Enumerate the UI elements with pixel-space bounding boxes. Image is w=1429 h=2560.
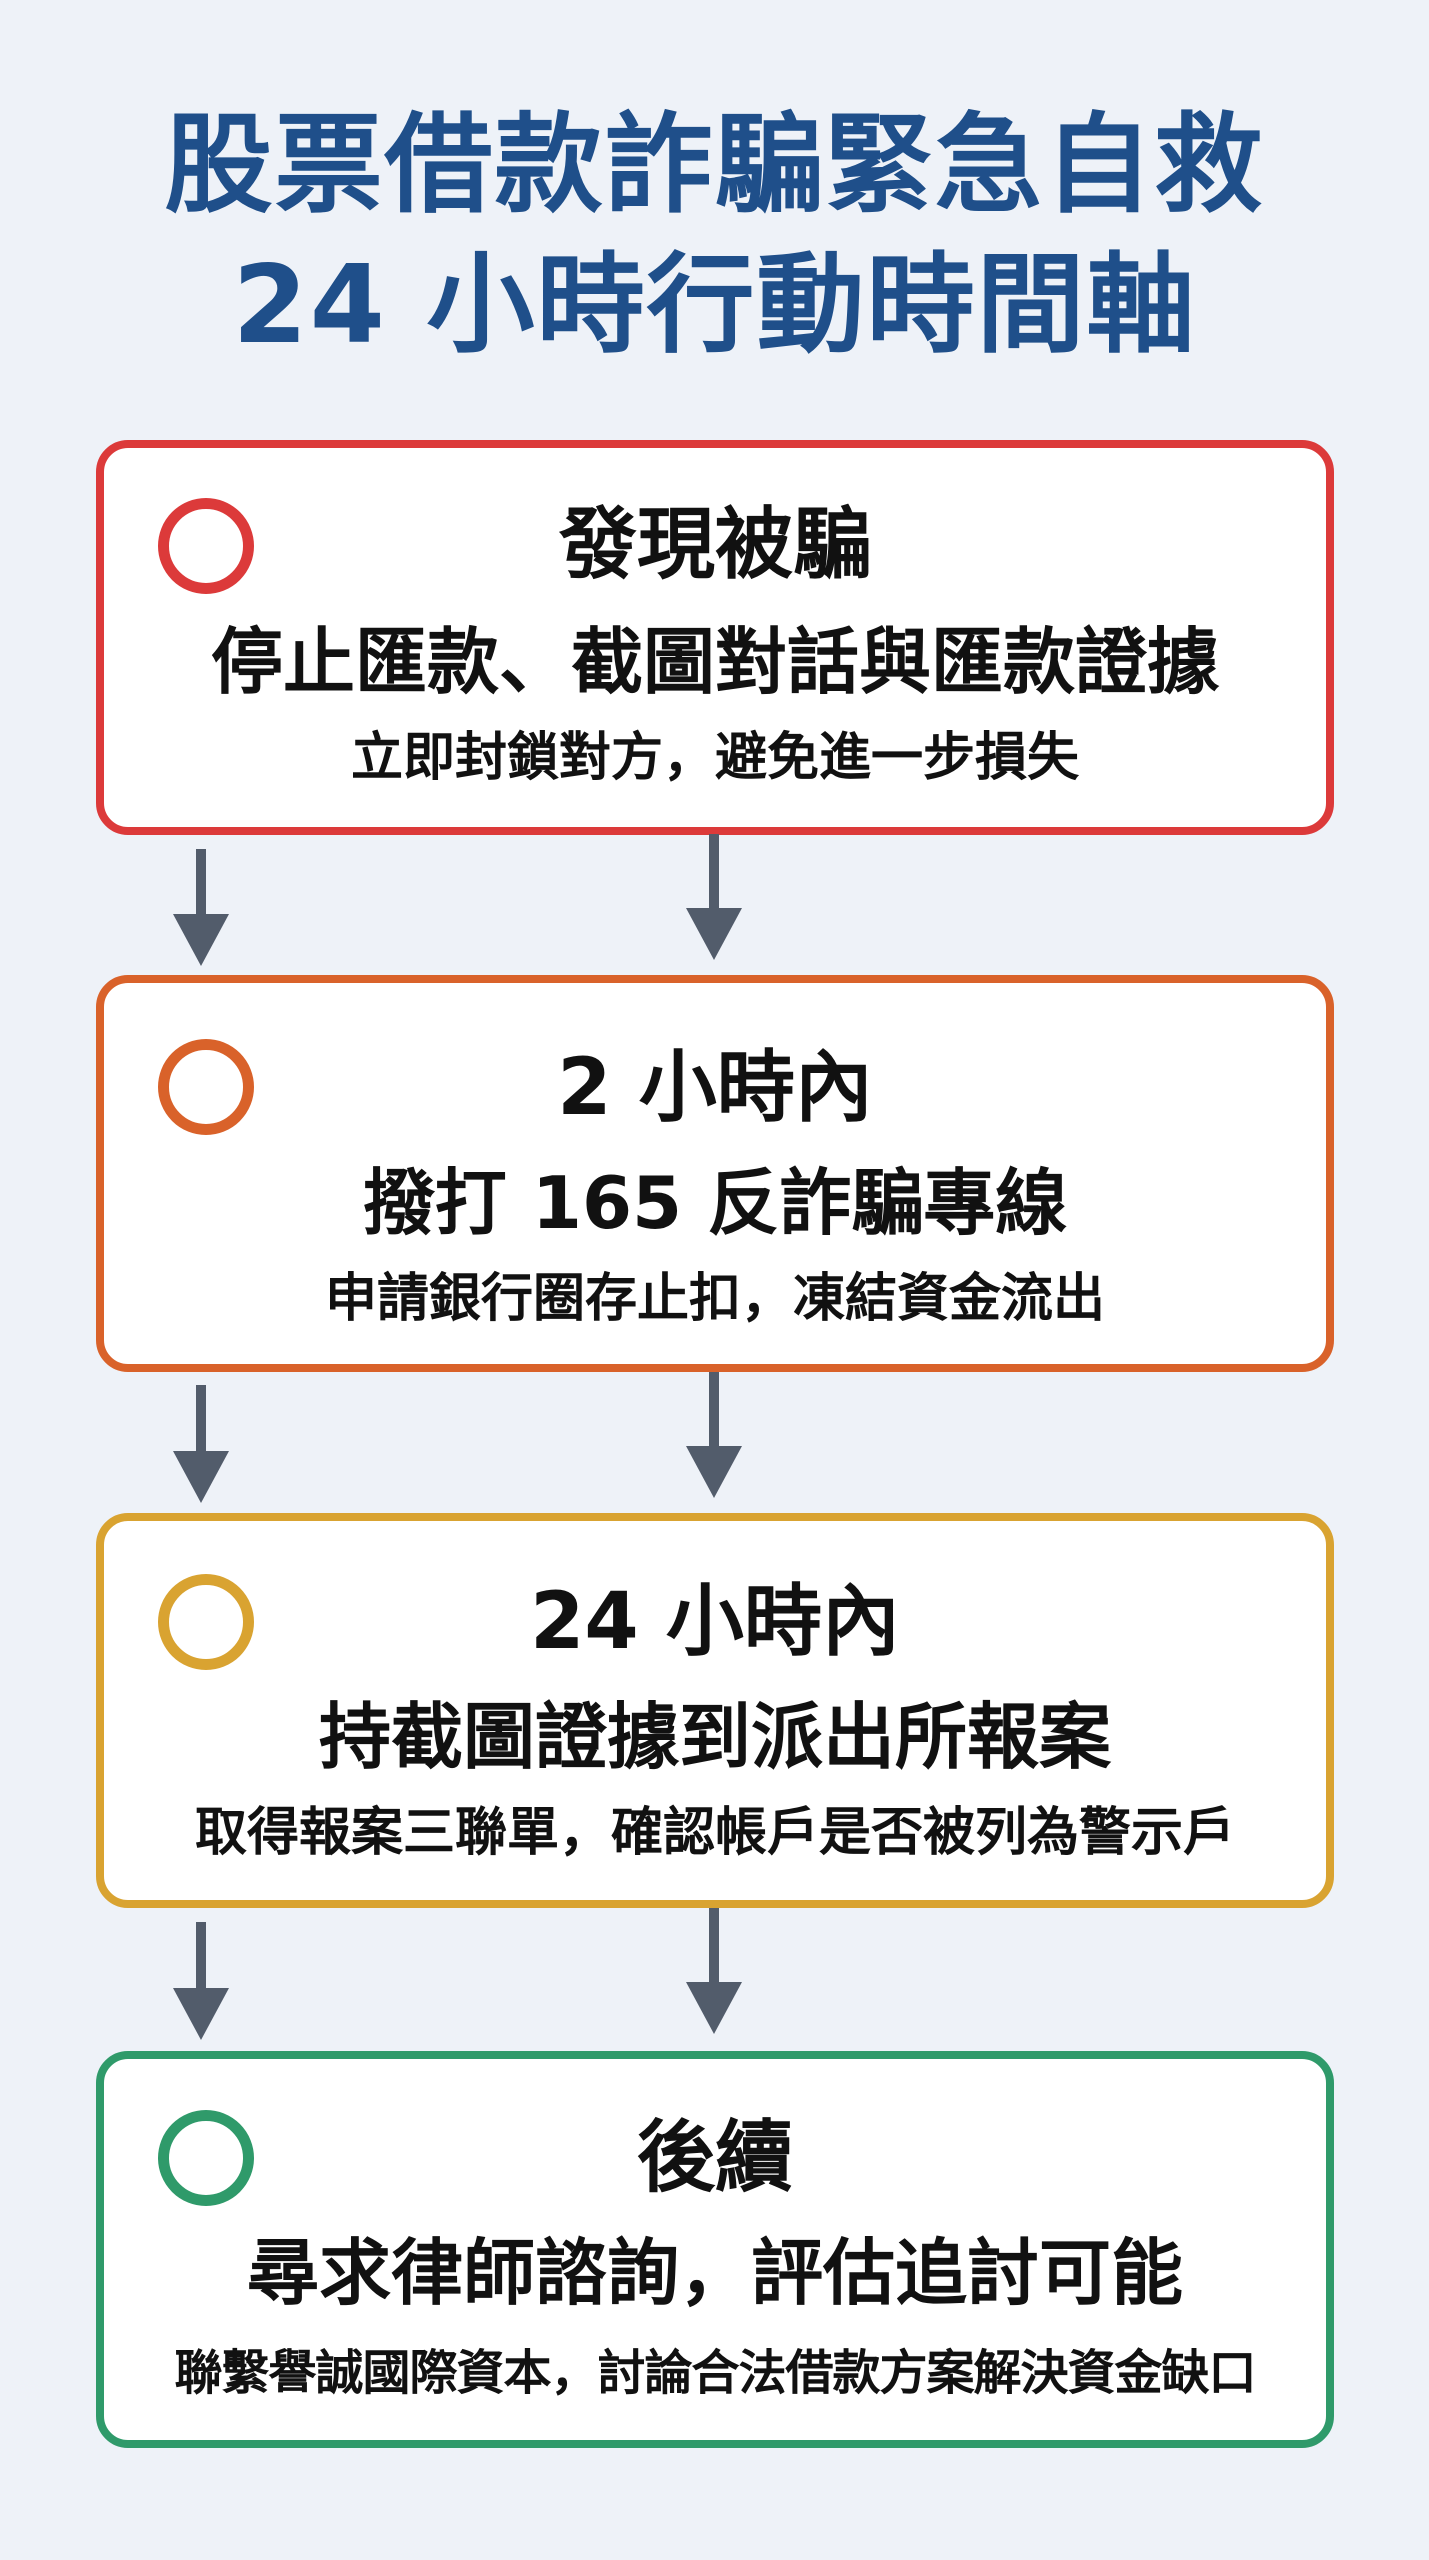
down-arrow-icon [173, 1385, 229, 1503]
timeline-step-follow-up: 後續 尋求律師諮詢，評估追討可能 聯繫譽誠國際資本，討論合法借款方案解決資金缺口 [96, 2051, 1334, 2448]
step-detail: 立即封鎖對方，避免進一步損失 [350, 728, 1079, 788]
down-arrow-icon [686, 1372, 742, 1498]
circle-marker-icon [158, 1039, 254, 1135]
down-arrow-icon [686, 1908, 742, 2034]
circle-marker-icon [158, 1574, 254, 1670]
circle-marker-icon [158, 498, 254, 594]
title-line-2: 24 小時行動時間軸 [232, 243, 1197, 368]
timeline-step-2-hours: 2 小時內 撥打 165 反詐騙專線 申請銀行圈存止扣，凍結資金流出 [96, 975, 1334, 1372]
step-stage: 後續 [636, 2113, 793, 2203]
step-action: 撥打 165 反詐騙專線 [362, 1161, 1068, 1245]
step-action: 持截圖證據到派出所報案 [318, 1695, 1111, 1779]
timeline-step-discovery: 發現被騙 停止匯款、截圖對話與匯款證據 立即封鎖對方，避免進一步損失 [96, 440, 1334, 835]
step-detail: 申請銀行圈存止扣，凍結資金流出 [324, 1269, 1105, 1329]
step-stage: 24 小時內 [530, 1577, 900, 1667]
circle-marker-icon [158, 2110, 254, 2206]
step-action: 尋求律師諮詢，評估追討可能 [246, 2231, 1183, 2315]
step-detail: 取得報案三聯單，確認帳戶是否被列為警示戶 [194, 1803, 1235, 1863]
title-line-1: 股票借款詐騙緊急自救 [164, 103, 1265, 228]
down-arrow-icon [173, 849, 229, 966]
step-detail: 聯繫譽誠國際資本，討論合法借款方案解決資金缺口 [174, 2345, 1256, 2401]
down-arrow-icon [173, 1922, 229, 2040]
timeline-step-24-hours: 24 小時內 持截圖證據到派出所報案 取得報案三聯單，確認帳戶是否被列為警示戶 [96, 1513, 1334, 1908]
down-arrow-icon [686, 834, 742, 960]
step-stage: 發現被騙 [558, 500, 871, 590]
step-stage: 2 小時內 [557, 1043, 873, 1133]
step-action: 停止匯款、截圖對話與匯款證據 [210, 620, 1219, 704]
